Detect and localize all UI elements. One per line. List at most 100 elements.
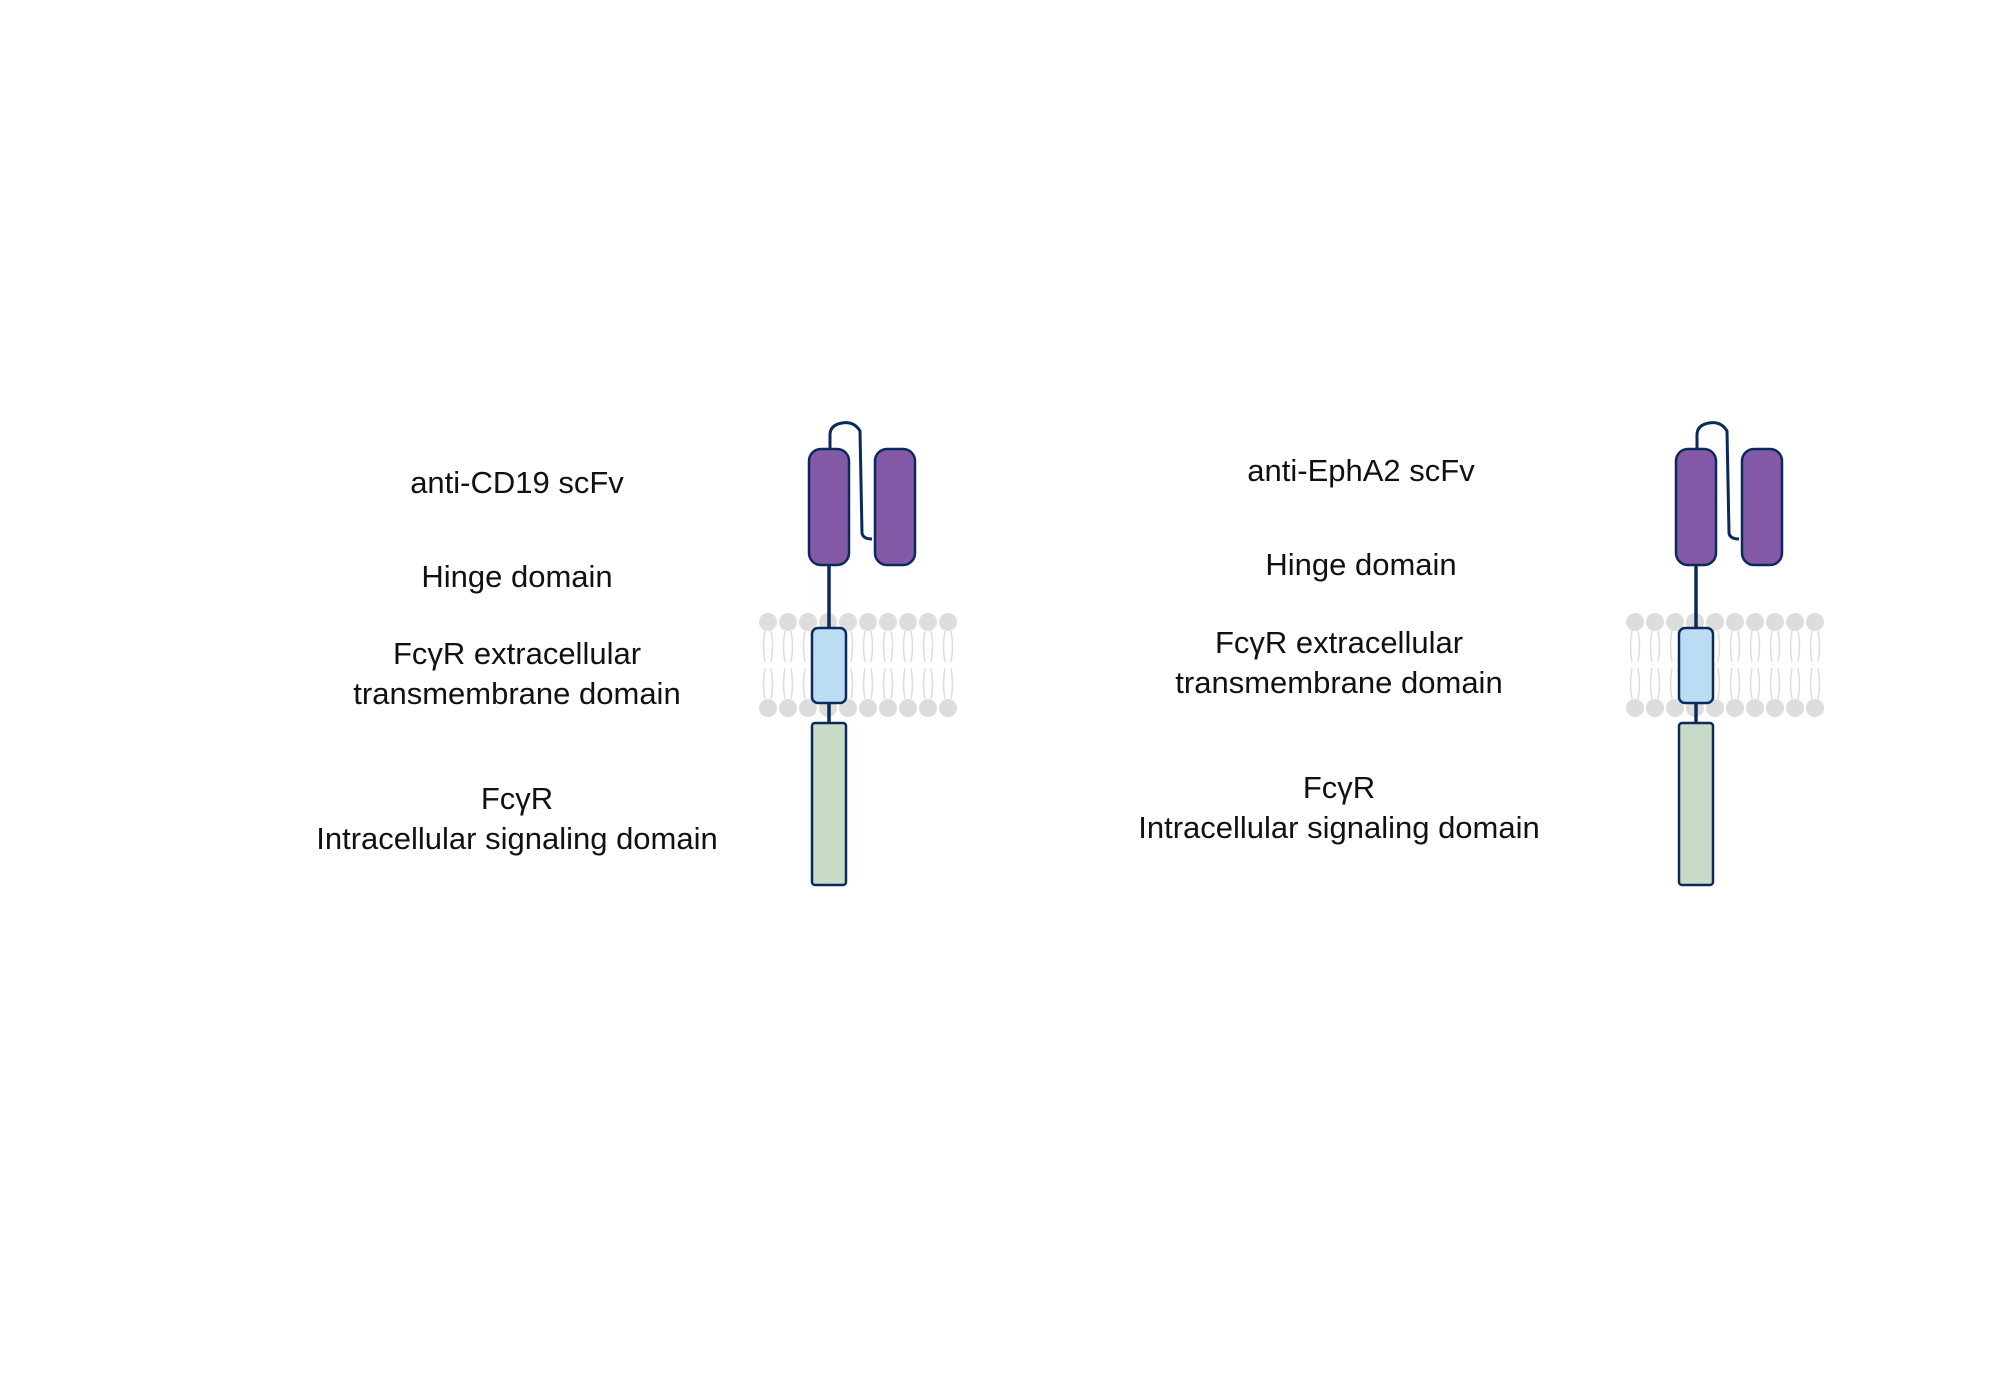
lipid-head — [779, 699, 797, 717]
lipid-head — [859, 613, 877, 631]
scfv-heavy-chain — [807, 447, 851, 567]
intracellular-label-line2: Intracellular signaling domain — [1138, 810, 1540, 845]
scfv-light-chain — [1740, 447, 1784, 567]
lipid-head — [1646, 613, 1664, 631]
lipid-head — [899, 699, 917, 717]
transmembrane-label-line1: FcγR extracellular — [1214, 625, 1464, 660]
lipid-tail — [950, 630, 954, 663]
lipid-tail — [890, 630, 894, 663]
lipid-tail — [1809, 630, 1813, 663]
lipid-tail — [1749, 667, 1753, 700]
lipid-tail — [1629, 630, 1633, 663]
lipid-tail — [1797, 630, 1801, 663]
lipid-tail — [1649, 667, 1653, 700]
lipid-tail — [1657, 667, 1661, 700]
lipid-tail — [902, 630, 906, 663]
lipid-tail — [910, 630, 914, 663]
cell-membrane — [1626, 613, 1824, 717]
construct-left: anti-CD19 scFv Hinge domain FcγR extrace… — [316, 421, 957, 887]
lipid-head — [1706, 613, 1724, 631]
lipid-head — [779, 613, 797, 631]
lipid-tail — [1669, 630, 1673, 663]
lipid-tail — [870, 667, 874, 700]
lipid-head — [759, 699, 777, 717]
lipid-tail — [942, 630, 946, 663]
hinge-label: Hinge domain — [1265, 547, 1457, 582]
lipid-tail — [1749, 630, 1753, 663]
lipid-tail — [1717, 667, 1721, 700]
transmembrane-domain — [810, 626, 848, 705]
intracellular-label-line1: FcγR — [480, 781, 554, 816]
lipid-head — [859, 699, 877, 717]
lipid-tail — [1629, 667, 1633, 700]
lipid-tail — [1797, 667, 1801, 700]
car-receptor-diagram — [1626, 421, 1824, 887]
lipid-head — [1806, 699, 1824, 717]
lipid-head — [939, 613, 957, 631]
lipid-head — [1666, 613, 1684, 631]
intracellular-label: FcγR Intracellular signaling domain — [316, 779, 718, 859]
lipid-head — [879, 699, 897, 717]
lipid-head — [1746, 699, 1764, 717]
lipid-head — [759, 613, 777, 631]
transmembrane-label: FcγR extracellular transmembrane domain — [1175, 623, 1502, 703]
intracellular-signaling-domain — [810, 721, 848, 887]
scfv-linker — [1695, 421, 1740, 541]
lipid-tail — [1769, 667, 1773, 700]
lipid-head — [939, 699, 957, 717]
lipid-tail — [882, 630, 886, 663]
intracellular-label-line2: Intracellular signaling domain — [316, 821, 718, 856]
lipid-tail — [942, 667, 946, 700]
lipid-tail — [930, 630, 934, 663]
transmembrane-label-line2: transmembrane domain — [1175, 665, 1503, 700]
lipid-tail — [1757, 667, 1761, 700]
intracellular-label-line1: FcγR — [1302, 770, 1376, 805]
hinge-label: Hinge domain — [421, 559, 613, 594]
lipid-tail — [1729, 630, 1733, 663]
lipid-tail — [762, 630, 766, 663]
lipid-head — [1766, 699, 1784, 717]
lipid-tail — [930, 667, 934, 700]
transmembrane-label: FcγR extracellular transmembrane domain — [353, 634, 680, 714]
lipid-head — [1646, 699, 1664, 717]
lipid-head — [1726, 613, 1744, 631]
lipid-tail — [790, 630, 794, 663]
lipid-head — [919, 699, 937, 717]
scfv-label: anti-EphA2 scFv — [1247, 453, 1475, 488]
construct-right: anti-EphA2 scFv Hinge domain FcγR extrac… — [1000, 0, 2000, 1400]
lipid-tail — [922, 630, 926, 663]
lipid-tail — [1809, 667, 1813, 700]
lipid-tail — [1637, 667, 1641, 700]
lipid-tail — [782, 667, 786, 700]
lipid-tail — [1817, 667, 1821, 700]
transmembrane-domain — [1677, 626, 1715, 705]
lipid-tail — [870, 630, 874, 663]
lipid-head — [799, 613, 817, 631]
lipid-tail — [1669, 667, 1673, 700]
lipid-tail — [1777, 630, 1781, 663]
lipid-tail — [902, 667, 906, 700]
transmembrane-label-line1: FcγR extracellular — [392, 636, 642, 671]
lipid-tail — [1657, 630, 1661, 663]
lipid-tail — [1777, 667, 1781, 700]
lipid-head — [1786, 613, 1804, 631]
lipid-tail — [850, 667, 854, 700]
lipid-tail — [762, 667, 766, 700]
lipid-tail — [1789, 667, 1793, 700]
lipid-head — [1626, 613, 1644, 631]
lipid-tail — [802, 667, 806, 700]
lipid-tail — [1769, 630, 1773, 663]
scfv-domain — [1674, 421, 1784, 567]
cell-membrane — [759, 613, 957, 717]
lipid-head — [1666, 699, 1684, 717]
lipid-head — [1626, 699, 1644, 717]
scfv-light-chain — [873, 447, 917, 567]
scfv-linker — [828, 421, 873, 541]
lipid-tail — [882, 667, 886, 700]
lipid-tail — [770, 667, 774, 700]
lipid-head — [1726, 699, 1744, 717]
lipid-head — [919, 613, 937, 631]
scfv-heavy-chain — [1674, 447, 1718, 567]
lipid-tail — [1757, 630, 1761, 663]
lipid-head — [879, 613, 897, 631]
